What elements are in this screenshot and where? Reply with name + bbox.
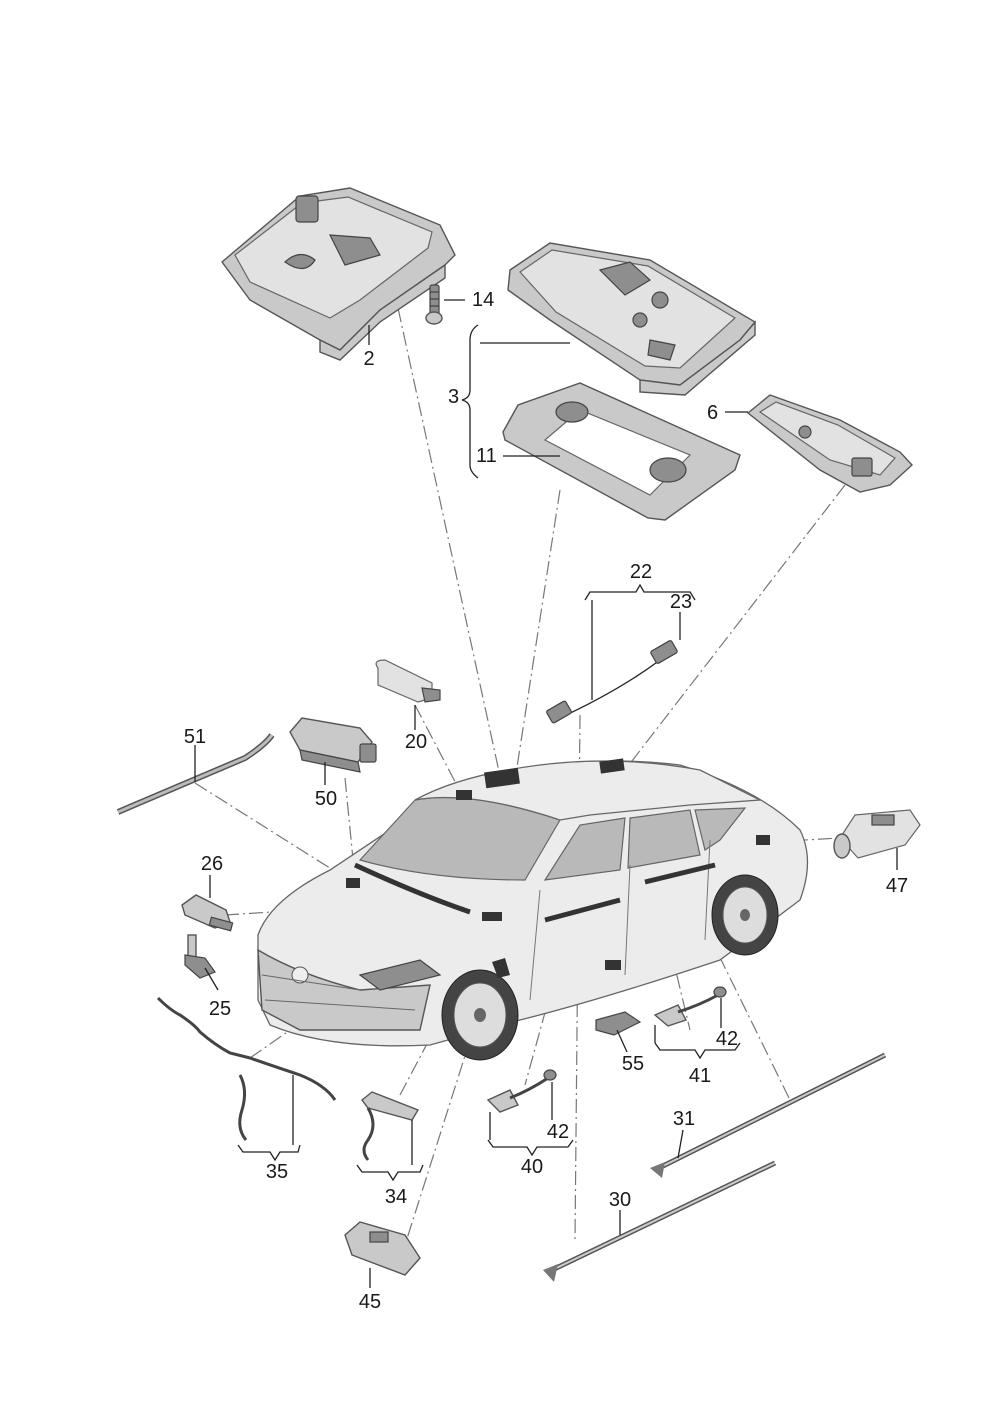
part-labels: 2 14 3 11 6 22 23 20 50 51 26 25 35 34 4… — [184, 289, 908, 1313]
lamp-part-47 — [833, 809, 921, 859]
connector-part-25 — [184, 934, 216, 979]
wiring-part-22-23 — [546, 600, 678, 724]
roof-module-part-2 — [221, 187, 456, 361]
label-47: 47 — [886, 875, 908, 897]
label-11: 11 — [476, 445, 497, 467]
strip-part-31 — [650, 1052, 887, 1178]
label-30: 30 — [609, 1189, 631, 1211]
label-31: 31 — [673, 1108, 695, 1130]
label-20: 20 — [405, 731, 427, 753]
rear-light-part-6 — [746, 394, 913, 493]
lamp-part-20 — [375, 659, 441, 703]
lamp-part-40 — [486, 1069, 557, 1113]
cover-part-55 — [595, 1011, 642, 1036]
interior-light-part-3 — [507, 242, 757, 396]
label-22: 22 — [630, 561, 652, 583]
trim-frame-part-11 — [502, 382, 741, 521]
label-35: 35 — [266, 1161, 288, 1183]
label-40: 40 — [521, 1156, 543, 1178]
label-55: 55 — [622, 1053, 644, 1075]
label-26: 26 — [201, 853, 223, 875]
label-25: 25 — [209, 998, 231, 1020]
label-50: 50 — [315, 788, 337, 810]
lamp-part-45 — [344, 1221, 421, 1276]
screw-part-14 — [425, 284, 443, 325]
label-34: 34 — [385, 1186, 407, 1208]
label-42-upper: 42 — [716, 1028, 738, 1050]
label-2: 2 — [363, 348, 374, 370]
leader-lines — [194, 299, 898, 1288]
lamp-part-41 — [653, 986, 727, 1027]
label-42-lower: 42 — [547, 1121, 569, 1143]
wiring-part-34 — [361, 1091, 420, 1161]
label-51: 51 — [184, 726, 206, 748]
strip-part-30 — [543, 1160, 777, 1282]
wiring-part-35 — [156, 996, 337, 1141]
label-3: 3 — [448, 386, 459, 408]
label-6: 6 — [707, 402, 718, 424]
strip-part-51 — [116, 733, 275, 815]
label-41: 41 — [689, 1065, 711, 1087]
label-45: 45 — [359, 1291, 381, 1313]
label-23: 23 — [670, 591, 692, 613]
control-unit-part-50 — [289, 717, 377, 773]
vehicle-body — [257, 758, 809, 1061]
sensor-part-26 — [181, 894, 234, 932]
label-14: 14 — [472, 289, 494, 311]
